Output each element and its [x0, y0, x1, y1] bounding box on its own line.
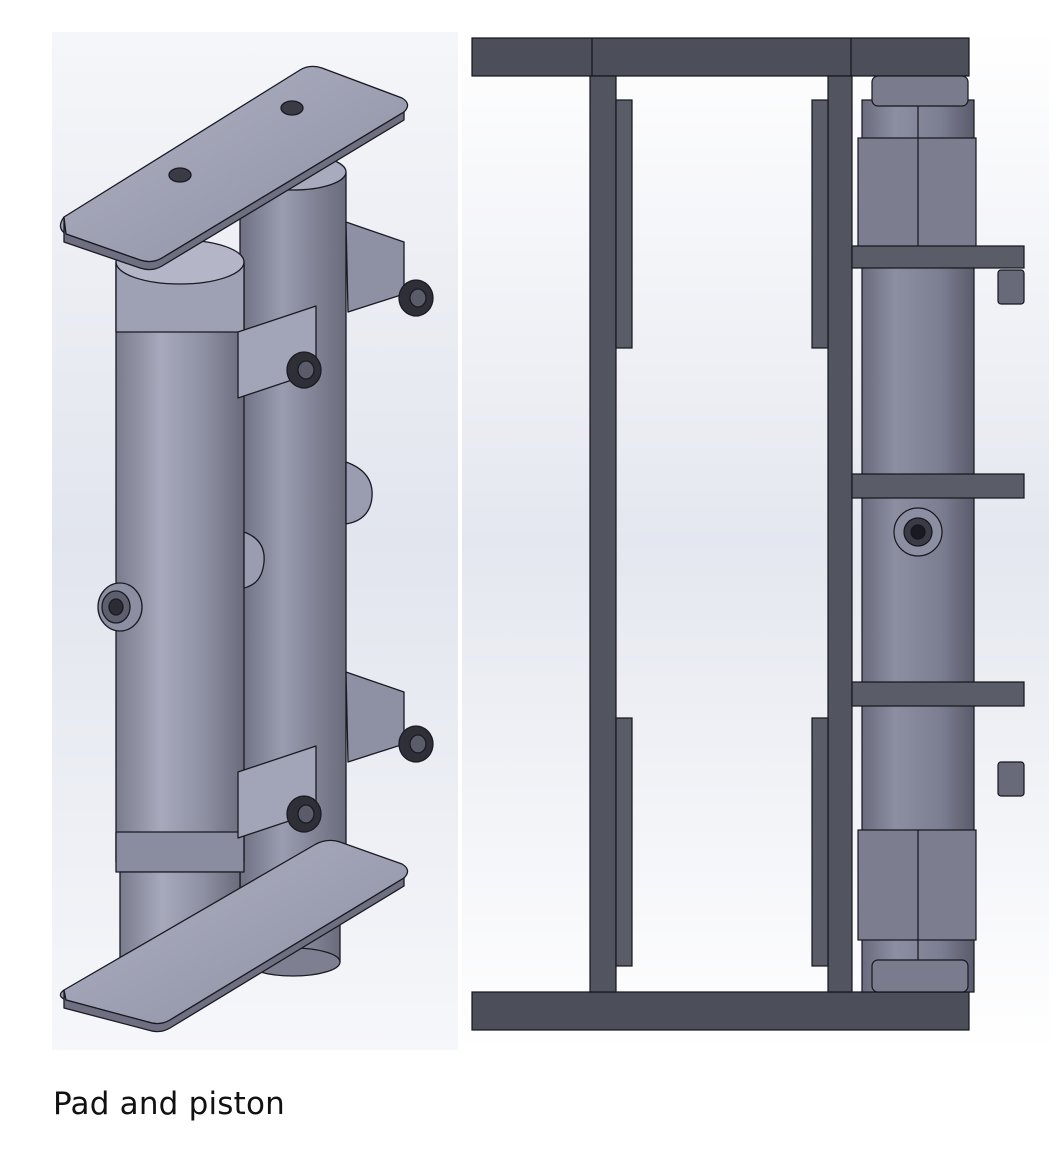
isometric-view-image [52, 32, 458, 1050]
figure-caption: Pad and piston [53, 1086, 286, 1122]
front-cylinder-body [115, 261, 245, 863]
port-fitting-icon [893, 507, 943, 557]
bottom-frame-bar [471, 991, 970, 1031]
cap-screw-icons [286, 279, 434, 833]
top-frame-bar [471, 37, 970, 77]
side-view-image [462, 30, 1049, 1052]
